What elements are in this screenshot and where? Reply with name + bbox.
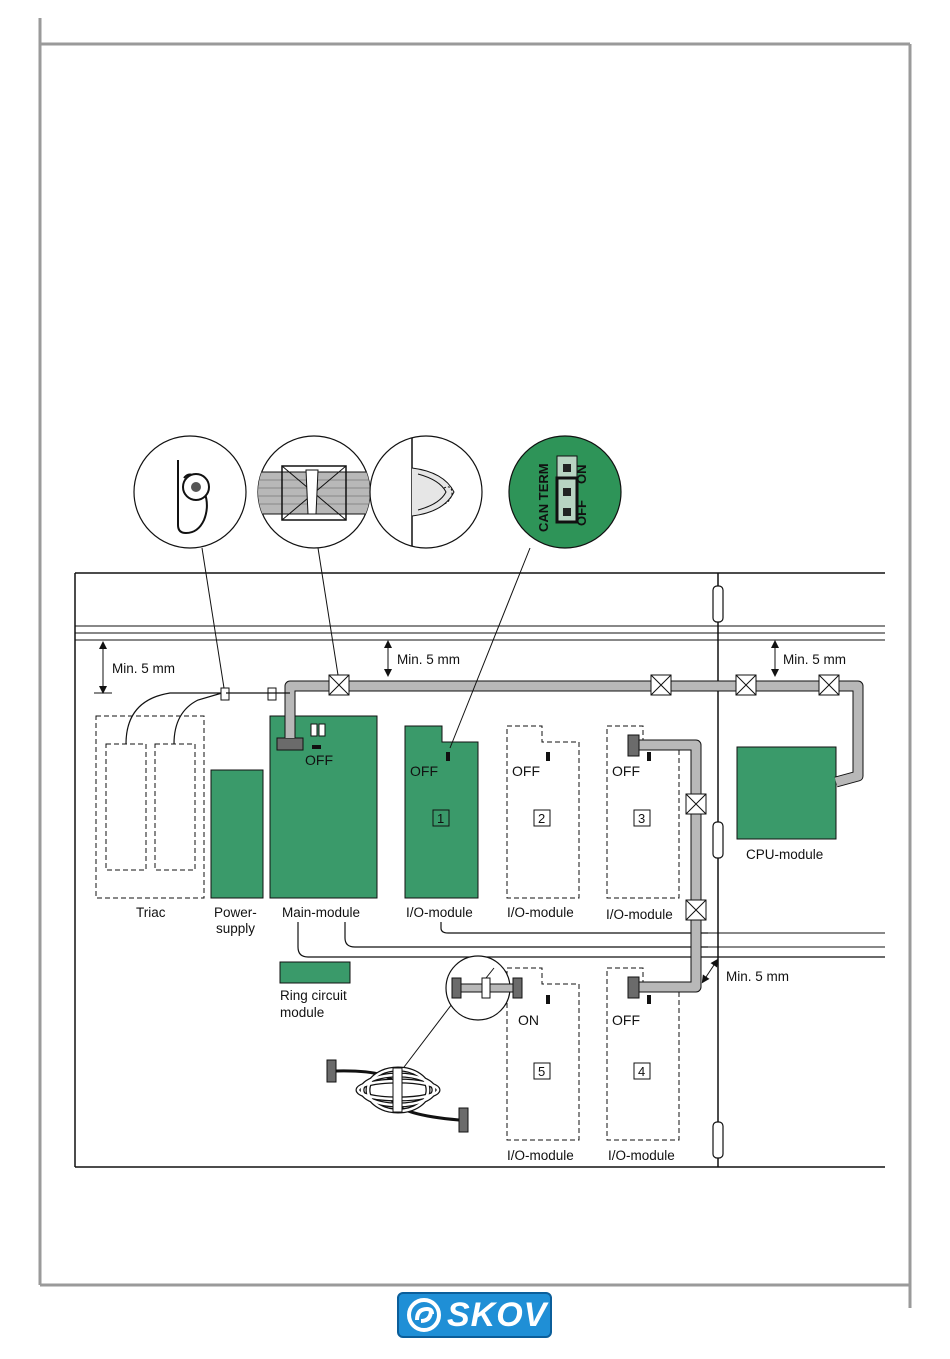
main-module-connector <box>277 738 303 750</box>
detail-ring-cable-joint <box>446 956 522 1020</box>
triac-label: Triac <box>136 905 166 920</box>
can-term-on-label: ON <box>574 465 589 485</box>
io-4-switch-label: OFF <box>612 1012 640 1028</box>
can-term-off-label: OFF <box>574 500 589 526</box>
io-2-switch-label: OFF <box>512 763 540 779</box>
main-module-label: Main-module <box>282 905 360 920</box>
io-4-connector <box>628 977 639 998</box>
ring-circuit-module <box>280 962 350 983</box>
wire-clamp-icon <box>221 688 276 700</box>
io-1-switch-label: OFF <box>410 763 438 779</box>
cpu-module <box>737 747 836 839</box>
io-3-connector <box>628 735 639 756</box>
cpu-module-label: CPU-module <box>746 847 823 862</box>
io-3-label: I/O-module <box>606 907 673 922</box>
dimension-label: Min. 5 mm <box>726 969 789 984</box>
skov-logo: SKOV <box>397 1292 552 1338</box>
io-4-switch-marker <box>647 995 651 1004</box>
coiled-ring-cable <box>327 1060 468 1132</box>
ring-circuit-label: Ring circuit <box>280 988 347 1003</box>
io-4-label: I/O-module <box>608 1148 675 1163</box>
io-5-switch-label: ON <box>518 1012 539 1028</box>
can-term-label: CAN TERM <box>536 463 551 532</box>
io-3-switch-label: OFF <box>612 763 640 779</box>
io-2-label: I/O-module <box>507 905 574 920</box>
io-1-label: I/O-module <box>406 905 473 920</box>
main-module-plug <box>319 724 325 736</box>
dimension-label: Min. 5 mm <box>112 661 175 676</box>
cabinet-outline <box>75 573 885 1167</box>
io-2-number: 2 <box>538 811 545 826</box>
io-module-4 <box>607 968 679 1140</box>
dimension-label: Min. 5 mm <box>397 652 460 667</box>
logo-text: SKOV <box>447 1298 547 1332</box>
power-supply-label: supply <box>216 921 255 936</box>
ring-circuit-label: module <box>280 1005 324 1020</box>
detail-can-term-jumper: CAN TERM ON OFF <box>509 436 621 548</box>
detail-mounting-foot <box>370 436 482 548</box>
signal-wires <box>298 922 885 957</box>
io-1-number: 1 <box>437 811 444 826</box>
triac-wires <box>126 693 226 744</box>
power-supply-module <box>211 770 263 898</box>
main-switch-label: OFF <box>305 752 333 768</box>
lower-rail <box>708 933 885 957</box>
dimension-label: Min. 5 mm <box>783 652 846 667</box>
io-5-number: 5 <box>538 1064 545 1079</box>
io-2-switch-marker <box>546 752 550 761</box>
main-switch-marker <box>312 745 321 749</box>
io-5-switch-marker <box>546 995 550 1004</box>
detail-cable-clip <box>256 436 372 548</box>
power-supply-label: Power- <box>214 905 257 920</box>
triac-module <box>96 716 204 898</box>
skov-logo-icon <box>407 1298 441 1332</box>
io-5-label: I/O-module <box>507 1148 574 1163</box>
io-1-switch-marker <box>446 752 450 761</box>
io-3-number: 3 <box>638 811 645 826</box>
detail-wire-clamp <box>134 436 246 548</box>
io-4-number: 4 <box>638 1064 645 1079</box>
main-module-plug <box>311 724 317 736</box>
io-3-switch-marker <box>647 752 651 761</box>
